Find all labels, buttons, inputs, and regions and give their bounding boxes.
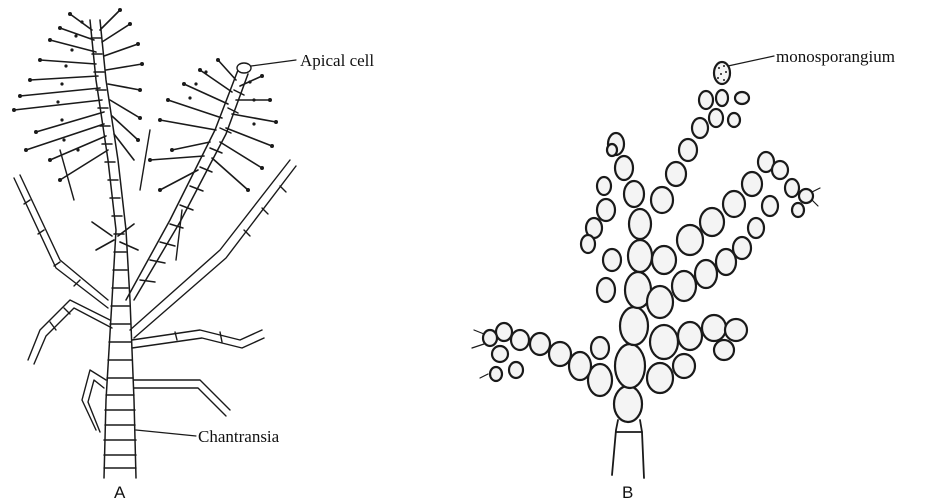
monosporangium-label: monosporangium — [776, 47, 895, 66]
chantransia-leader — [136, 430, 196, 436]
panel-b-cells — [483, 62, 813, 422]
apical-cell-leader — [251, 60, 296, 66]
panel-a-upper-tufts — [14, 10, 276, 250]
monosporangium-leader — [728, 56, 774, 66]
panel-a-label: A — [114, 483, 126, 502]
apical-cell-label: Apical cell — [300, 51, 374, 70]
panel-b-label: B — [622, 483, 633, 502]
chantransia-label: Chantransia — [198, 427, 280, 446]
monosporangium-cell — [714, 62, 730, 84]
panel-b-stalk — [612, 420, 644, 478]
panel-a-lateral-branches — [14, 130, 296, 432]
panel-a-drawing — [12, 8, 296, 478]
panel-b-drawing — [472, 56, 820, 478]
